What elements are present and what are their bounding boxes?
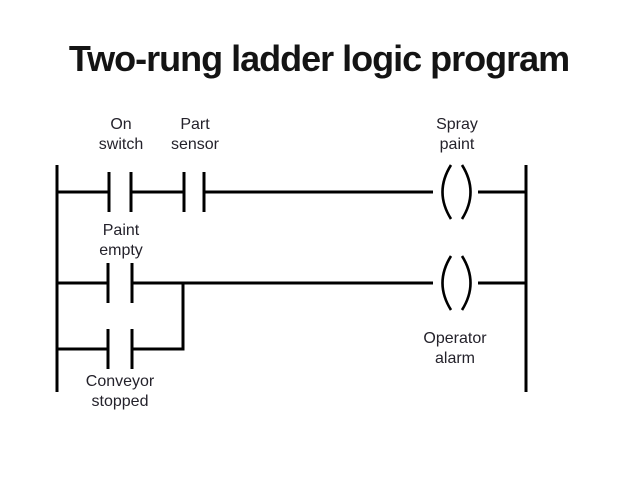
contact-part-sensor (182, 172, 206, 212)
contact-on-switch (107, 172, 133, 212)
rung-1 (57, 164, 526, 220)
page-title: Two-rung ladder logic program (68, 38, 570, 79)
label-part-sensor: Part sensor (170, 116, 220, 153)
label-conveyor-stopped: Conveyor stopped (85, 373, 155, 410)
contact-conveyor-stopped (106, 329, 134, 369)
rung-2 (57, 255, 526, 350)
label-operator-alarm: Operator alarm (423, 330, 487, 367)
contact-paint-empty (106, 263, 134, 303)
branch-rung (57, 329, 185, 369)
label-spray-paint: Spray paint (436, 116, 478, 153)
label-paint-empty: Paint empty (99, 222, 143, 259)
coil-operator-alarm (441, 255, 472, 311)
label-on-switch: On switch (98, 116, 144, 153)
coil-spray-paint (441, 164, 472, 220)
